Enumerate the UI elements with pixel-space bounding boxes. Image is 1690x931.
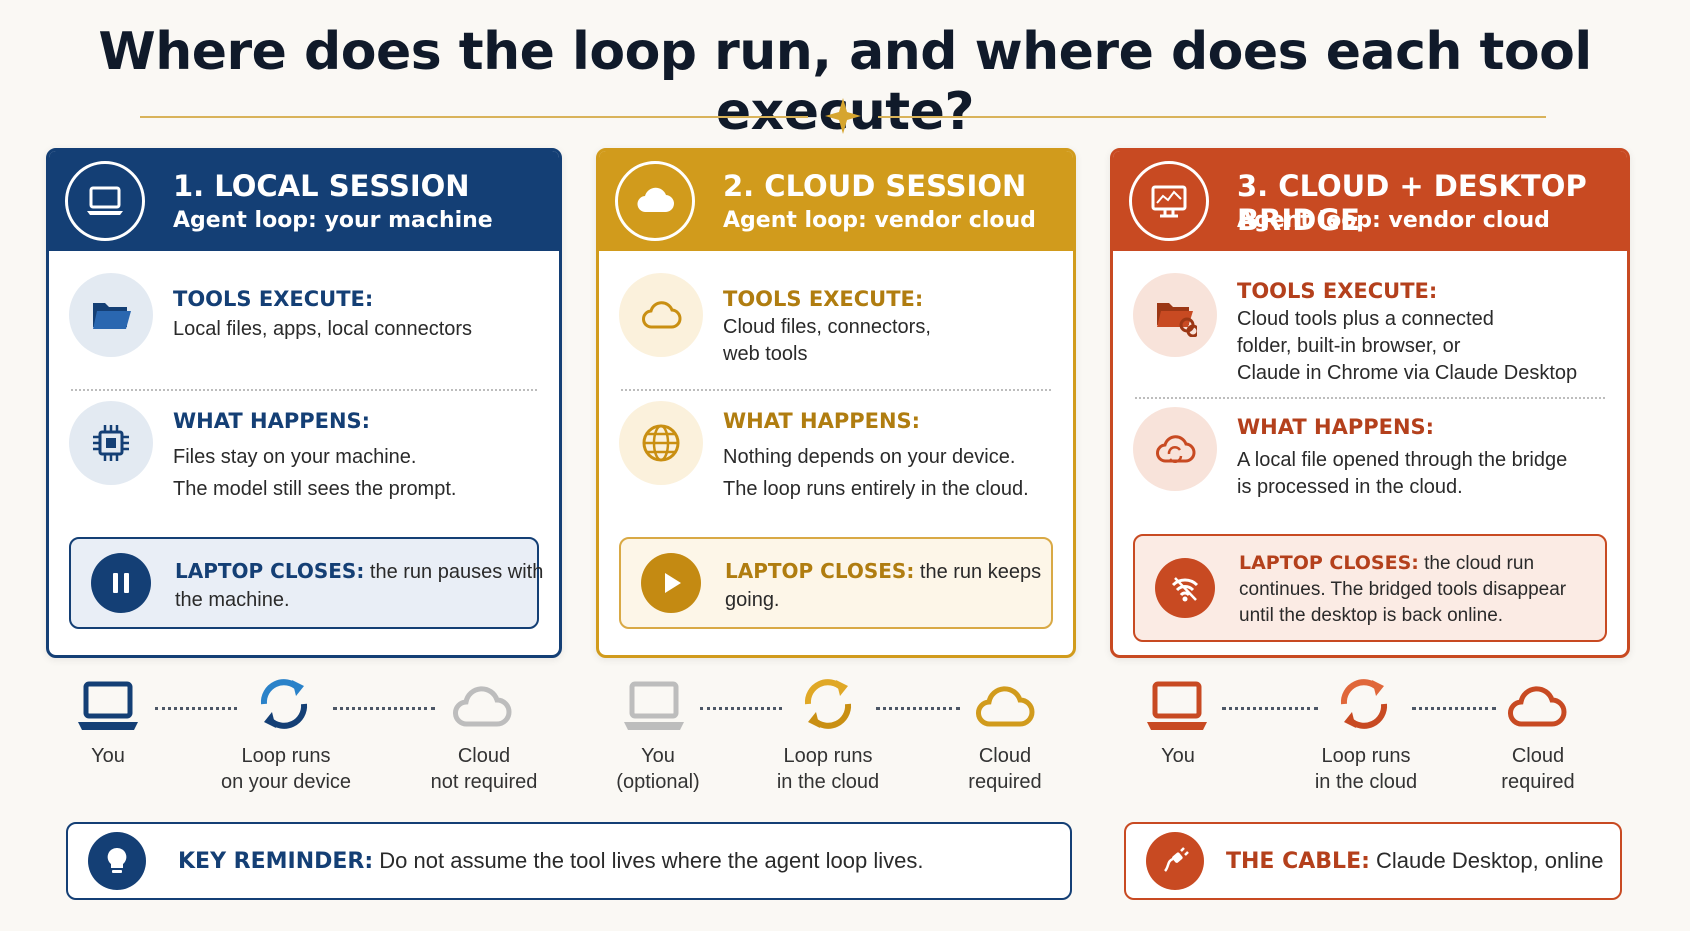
happens-text: Files stay on your machine. The model st… xyxy=(173,446,457,500)
lightbulb-icon xyxy=(88,832,146,890)
flow-label-you: You(optional) xyxy=(616,745,700,793)
happens-text: Nothing depends on your device. The loop… xyxy=(723,446,1029,500)
card-title: 2. CLOUD SESSION xyxy=(723,169,1027,203)
cloud-icon xyxy=(974,676,1038,736)
wifi-off-icon xyxy=(1155,558,1215,618)
laptop-closes-box: LAPTOP CLOSES: the cloud run continues. … xyxy=(1133,534,1607,642)
folder-icon xyxy=(69,273,153,357)
chip-icon xyxy=(69,401,153,485)
key-reminder-text: KEY REMINDER: Do not assume the tool liv… xyxy=(178,848,924,874)
cloud-icon xyxy=(1506,676,1570,736)
card-subtitle: Agent loop: vendor cloud xyxy=(723,208,1036,233)
laptop-closes-box: LAPTOP CLOSES: the run keeps going. xyxy=(619,537,1053,629)
laptop-closes-box: LAPTOP CLOSES: the run pauses with the m… xyxy=(69,537,543,629)
card-cloud-session: 2. CLOUD SESSION Agent loop: vendor clou… xyxy=(596,148,1076,658)
flow-connector xyxy=(333,707,435,710)
play-icon xyxy=(641,553,701,613)
title-rule-left xyxy=(140,116,808,118)
divider xyxy=(1135,397,1605,399)
divider xyxy=(621,389,1051,391)
flow-connector xyxy=(700,707,782,710)
card-header: 2. CLOUD SESSION Agent loop: vendor clou… xyxy=(599,151,1073,251)
flow-connector xyxy=(1412,707,1496,710)
folder-link-icon xyxy=(1133,273,1217,357)
tools-title: TOOLS EXECUTE: xyxy=(173,287,374,311)
refresh-icon xyxy=(1332,674,1396,734)
laptop-icon xyxy=(1145,678,1209,738)
happens-title: WHAT HAPPENS: xyxy=(173,409,371,433)
card-local-session: 1. LOCAL SESSION Agent loop: your machin… xyxy=(46,148,562,658)
laptop-closes-text: LAPTOP CLOSES: the run pauses with the m… xyxy=(175,559,544,611)
key-reminder-box: KEY REMINDER: Do not assume the tool liv… xyxy=(66,822,1072,900)
divider xyxy=(71,389,537,391)
refresh-icon xyxy=(796,674,860,734)
card-subtitle: Agent loop: vendor cloud xyxy=(1237,208,1550,233)
tools-title: TOOLS EXECUTE: xyxy=(1237,279,1438,303)
title-rule-right xyxy=(878,116,1546,118)
refresh-icon xyxy=(252,674,316,734)
card-subtitle: Agent loop: your machine xyxy=(173,208,493,233)
cloud-sync-icon xyxy=(1133,407,1217,491)
card-header: 1. LOCAL SESSION Agent loop: your machin… xyxy=(49,151,559,251)
star-icon xyxy=(825,98,861,134)
flow-connector xyxy=(155,707,237,710)
tools-text: Cloud tools plus a connected folder, bui… xyxy=(1237,308,1578,384)
laptop-closes-text: LAPTOP CLOSES: the run keeps going. xyxy=(725,559,1042,611)
happens-title: WHAT HAPPENS: xyxy=(1237,415,1435,439)
tools-text: Cloud files, connectors, web tools xyxy=(723,316,931,365)
cable-plug-icon xyxy=(1146,832,1204,890)
card-title: 3. CLOUD + DESKTOP BRIDGE xyxy=(1237,169,1587,237)
laptop-icon xyxy=(65,161,145,241)
pause-icon xyxy=(91,553,151,613)
flow-connector xyxy=(876,707,960,710)
monitor-icon xyxy=(1129,161,1209,241)
card-title: 1. LOCAL SESSION xyxy=(173,169,470,203)
cloud-icon xyxy=(619,273,703,357)
flow-label-you: You xyxy=(1161,745,1195,767)
card-cloud-desktop-bridge: 3. CLOUD + DESKTOP BRIDGE Agent loop: ve… xyxy=(1110,148,1630,658)
laptop-closes-text: LAPTOP CLOSES: the cloud run continues. … xyxy=(1239,552,1567,626)
tools-text: Local files, apps, local connectors xyxy=(173,318,473,340)
flow-connector xyxy=(1222,707,1318,710)
flow-label-you: You xyxy=(91,745,125,767)
happens-title: WHAT HAPPENS: xyxy=(723,409,921,433)
cable-text: THE CABLE: Claude Desktop, online xyxy=(1226,848,1604,874)
laptop-icon xyxy=(622,678,686,738)
happens-text: A local file opened through the bridge i… xyxy=(1237,449,1568,498)
laptop-icon xyxy=(76,678,140,738)
cable-box: THE CABLE: Claude Desktop, online xyxy=(1124,822,1622,900)
globe-icon xyxy=(619,401,703,485)
cloud-icon xyxy=(451,676,515,736)
cloud-icon xyxy=(615,161,695,241)
card-header: 3. CLOUD + DESKTOP BRIDGE Agent loop: ve… xyxy=(1113,151,1627,251)
tools-title: TOOLS EXECUTE: xyxy=(723,287,924,311)
